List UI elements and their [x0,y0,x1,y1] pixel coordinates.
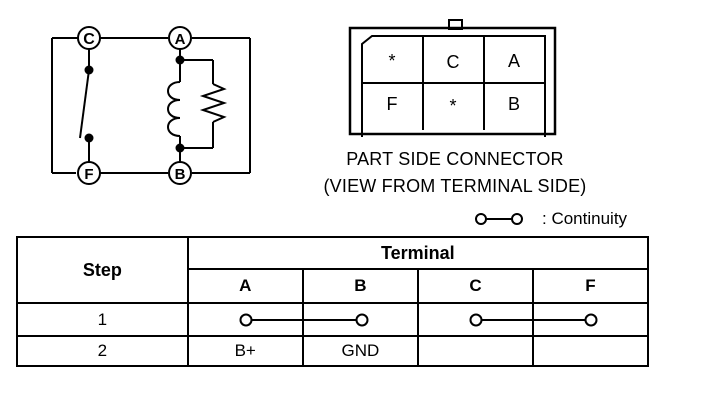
relay-schematic [51,37,251,174]
column-header: A [186,268,304,304]
pin-label: F [387,94,398,114]
pin-label: * [449,96,456,116]
connector-housing [348,26,557,136]
terminal-b: B [168,161,192,185]
pin-label: A [508,51,520,71]
continuity-symbol-icon [475,213,523,225]
terminal-cell [417,302,534,337]
legend-label: : Continuity [542,209,628,228]
junction-dot [175,55,185,65]
pin-label: B [508,94,520,114]
svg-text:F: F [84,166,93,183]
terminal-c: C [77,26,101,50]
junction-dot [84,133,94,143]
terminal-cell: B+ [186,335,304,367]
column-header: F [532,268,649,304]
terminal-a: A [168,26,192,50]
connector-face [348,19,557,137]
resistor-zigzag [199,83,228,123]
svg-text:B: B [175,166,186,183]
table-row: 1 [16,302,649,337]
column-header: C [417,268,534,304]
continuity-legend: : Continuity [474,209,654,231]
connector-inner-outline [361,35,546,137]
terminal-f: F [77,161,101,185]
terminal-cell [186,302,304,337]
terminal-cell [417,335,534,367]
junction-dot [84,65,94,75]
junction-dot [175,143,185,153]
svg-text:C: C [83,31,95,48]
pin-label: * [388,51,395,71]
step-cell: 1 [16,302,189,337]
table-row: 2 B+ GND [16,335,649,367]
switch-contact-arm [79,69,90,139]
column-header: B [301,268,420,304]
terminal-header: Terminal [186,236,650,270]
terminal-cell [532,335,649,367]
pin-label: C [447,52,460,72]
junction-dots [84,55,185,153]
terminal-cell [532,302,649,337]
terminal-cell: GND [301,335,420,367]
coil-winding [167,81,181,137]
terminal-cell [301,302,420,337]
connector-pins: * C A F * B [387,51,521,116]
connector-caption-title: PART SIDE CONNECTOR [346,149,564,169]
terminal-test-table: Step Terminal A B C F 1 2 B+ GND [16,236,650,367]
svg-text:A: A [175,31,186,48]
step-header: Step [16,236,189,304]
step-cell: 2 [16,335,189,367]
connector-caption-subtitle: (VIEW FROM TERMINAL SIDE) [323,176,587,196]
